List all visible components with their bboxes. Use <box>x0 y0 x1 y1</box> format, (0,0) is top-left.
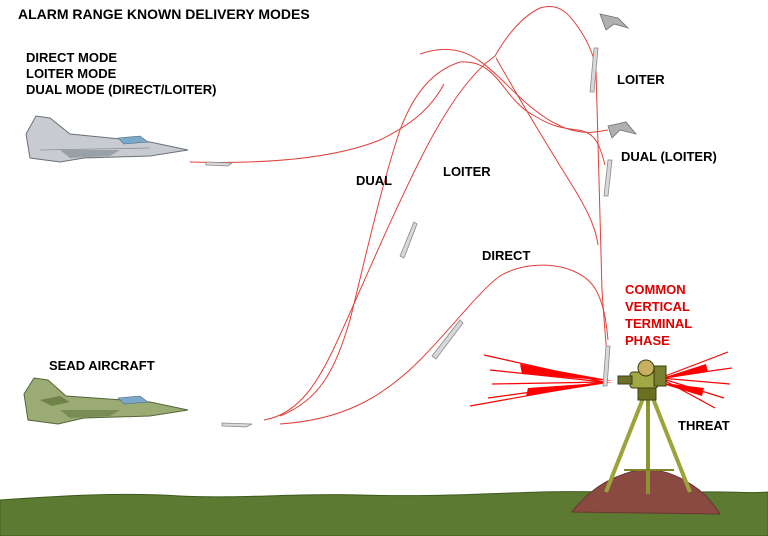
label-dual: DUAL <box>356 173 393 188</box>
label-threat: THREAT <box>678 418 730 433</box>
label-terminal-line-3: TERMINAL <box>625 316 693 331</box>
direct-path-low <box>279 264 609 425</box>
label-terminal-line-1: COMMON <box>625 282 686 297</box>
label-loiter-path: LOITER <box>443 164 491 179</box>
label-direct: DIRECT <box>482 248 531 263</box>
label-terminal-line-4: PHASE <box>625 333 670 348</box>
legend-loiter-mode: LOITER MODE <box>26 66 117 81</box>
parachute-icon <box>599 13 638 139</box>
terminal-vertical-path <box>595 69 609 366</box>
loiter-path-low <box>263 55 496 421</box>
radar-threat-icon <box>604 359 692 494</box>
dual-loiter-path <box>419 48 609 133</box>
radar-burst-beams <box>520 364 708 396</box>
dual-mode-path-low <box>279 61 606 417</box>
loiter-descent-path <box>495 57 599 246</box>
legend-dual-mode: DUAL MODE (DIRECT/LOITER) <box>26 82 217 97</box>
legend-direct-mode: DIRECT MODE <box>26 50 117 65</box>
label-loiter-top: LOITER <box>617 72 665 87</box>
jet-aircraft-icon <box>25 115 189 163</box>
direct-mode-path <box>189 83 445 163</box>
trajectories <box>189 6 609 425</box>
label-terminal-line-2: VERTICAL <box>625 299 690 314</box>
label-sead-aircraft: SEAD AIRCRAFT <box>49 358 155 373</box>
loiter-climb-path <box>494 6 597 71</box>
diagram-title: ALARM RANGE KNOWN DELIVERY MODES <box>18 6 310 22</box>
missile-icon <box>205 47 613 428</box>
jet-aircraft-icon <box>23 377 189 425</box>
label-dual-loiter: DUAL (LOITER) <box>621 149 717 164</box>
